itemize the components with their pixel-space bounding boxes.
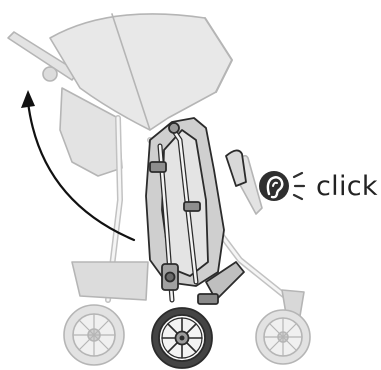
folded-mid-hinge xyxy=(184,202,200,211)
folded-brake-pedal xyxy=(198,294,218,304)
click-sound-label: click xyxy=(316,171,378,202)
folded-rear-wheel xyxy=(152,308,212,368)
sound-waves-icon xyxy=(294,173,304,199)
ghost-front-wheel xyxy=(256,310,310,364)
ghost-basket xyxy=(72,262,148,300)
arrowhead-icon xyxy=(21,90,35,108)
ghost-handle-joint xyxy=(43,67,57,81)
ghost-rear-wheel xyxy=(64,305,124,365)
folded-hub-bolt xyxy=(166,273,175,282)
ear-sound-icon xyxy=(259,171,304,201)
folded-upper-hinge xyxy=(150,162,166,172)
folded-stroller xyxy=(146,118,246,368)
folded-top-joint xyxy=(169,123,179,133)
folded-bumper-bar xyxy=(226,150,246,186)
